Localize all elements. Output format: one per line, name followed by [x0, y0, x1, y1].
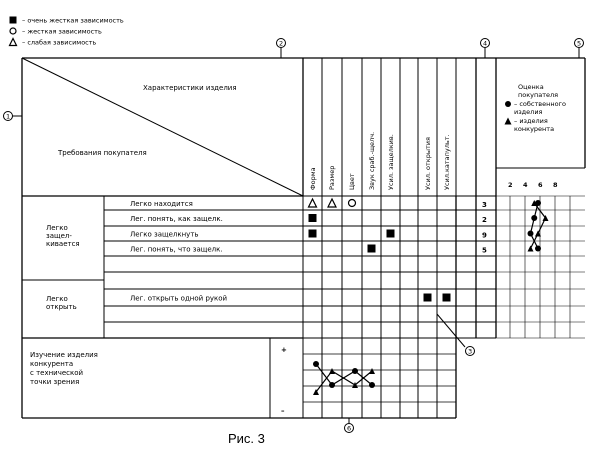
competitor-study-line-0: Изучение изделия	[30, 351, 98, 359]
relation-square-5	[386, 229, 395, 238]
rating-scale-4: 4	[523, 181, 528, 189]
characteristics-title: Характеристики изделия	[143, 84, 237, 92]
study-competitor-point-3	[369, 368, 375, 374]
relation-square-7	[423, 293, 432, 302]
requirement-6: Лег. открыть одной рукой	[130, 295, 227, 303]
plus-sign: +	[281, 346, 287, 354]
minus-sign: –	[281, 407, 285, 415]
characteristic-0: Форма	[309, 167, 317, 190]
study-own-point-3	[369, 382, 375, 388]
callout-circle-2	[276, 38, 286, 48]
evaluation-title-line-1: покупателя	[518, 91, 558, 99]
requirement-1: Лег. понять, как защелк.	[130, 215, 223, 223]
callout-number-6: 6	[347, 425, 351, 433]
importance-2: 9	[482, 232, 487, 240]
own-rating-point-3	[535, 245, 541, 252]
characteristic-4: Усил. защелкив.	[387, 134, 395, 190]
competitor-study-chart	[313, 361, 375, 395]
requirement-2: Легко защелкнуть	[130, 231, 199, 239]
callout-number-1: 1	[6, 113, 10, 121]
legend-circle-icon	[9, 27, 17, 35]
requirement-3: Лег. понять, что защелк.	[130, 246, 223, 254]
study-own-point-1	[329, 382, 335, 388]
callout-circle-3	[465, 346, 475, 356]
relation-triangle-1	[327, 197, 337, 208]
competitor-study-line-3: точки зрения	[30, 378, 79, 386]
characteristic-6: Усил. открытия	[424, 137, 432, 190]
callouts: 1 2 3 4 5 6	[3, 38, 584, 433]
group-latching-line-2: кивается	[46, 240, 80, 248]
study-competitor-point-1	[329, 368, 335, 374]
relation-square-4	[308, 229, 317, 238]
competitor-rating-point-0	[531, 200, 538, 206]
competitor-rating-point-1	[542, 215, 549, 221]
own-rating-point-1	[531, 215, 538, 221]
competitor-study-line-2: с технической	[30, 369, 83, 377]
importance-1: 2	[482, 216, 487, 224]
callout-circle-5	[574, 38, 584, 48]
callout-number-2: 2	[279, 40, 283, 48]
rating-scale-8: 8	[553, 181, 558, 189]
own-rating-point-2	[527, 230, 534, 237]
characteristic-7: Усил.катапульт.	[443, 134, 451, 190]
callout-number-4: 4	[483, 40, 487, 48]
study-competitor-line	[315, 370, 373, 393]
competitor-line-0: – изделия	[514, 117, 548, 125]
own-product-line-0: – собственного	[514, 100, 566, 108]
relation-square-6	[367, 244, 376, 253]
relation-square-8	[442, 293, 451, 302]
legend-item-triangle: – слабая зависимость	[22, 39, 97, 47]
legend-square-icon	[9, 16, 17, 24]
competitor-rating-point-2	[535, 230, 541, 237]
header-diagonal	[21, 57, 304, 197]
importance-3: 5	[482, 247, 487, 255]
legend: – очень жесткая зависимость – жесткая зав…	[8, 16, 124, 47]
relation-square-3	[308, 214, 317, 222]
figure-caption: Рис. 3	[228, 431, 265, 446]
relation-triangle-0	[307, 197, 318, 208]
importance-0: 3	[482, 201, 487, 209]
callout-number-3: 3	[468, 348, 472, 356]
requirements-title: Требования покупателя	[57, 149, 147, 157]
own-product-legend-icon	[505, 101, 511, 107]
characteristic-1: Размер	[328, 166, 336, 190]
customer-rating-chart	[527, 200, 549, 252]
competitor-line-1: конкурента	[514, 125, 554, 133]
group-opening-line-1: открыть	[46, 303, 77, 311]
competitor-rating-point-3	[527, 245, 534, 252]
relationship-grid	[104, 58, 585, 418]
callout-circle-4	[480, 38, 490, 48]
own-product-line-1: изделия	[514, 108, 543, 116]
characteristic-2: Цвет	[348, 173, 356, 190]
callout-number-5: 5	[577, 40, 581, 48]
study-own-point-0	[313, 361, 319, 367]
characteristic-3: Звук сраб.-щелч.	[368, 132, 376, 190]
evaluation-title-line-0: Оценка	[518, 83, 544, 91]
study-own-point-2	[352, 368, 358, 374]
group-opening-line-0: Легко	[46, 295, 68, 303]
relation-circle-2	[347, 198, 357, 208]
group-latching-line-0: Легко	[46, 224, 68, 232]
group-latching-line-1: защел-	[46, 232, 72, 240]
rating-scale-2: 2	[508, 181, 513, 189]
competitor-study-line-1: конкурента	[30, 360, 73, 368]
callout-3-leader	[436, 313, 466, 348]
study-competitor-point-2	[352, 382, 358, 388]
legend-item-circle: – жесткая зависимость	[22, 28, 102, 36]
legend-item-square: – очень жесткая зависимость	[22, 17, 124, 25]
requirement-0: Легко находится	[130, 200, 193, 208]
relationship-symbols	[307, 197, 451, 302]
callout-circle-6	[344, 423, 354, 433]
legend-triangle-icon	[8, 37, 18, 47]
rating-scale-6: 6	[538, 181, 543, 189]
study-competitor-point-0	[313, 389, 319, 395]
competitor-legend-icon	[504, 117, 512, 125]
competitor-rating-line	[529, 202, 547, 249]
